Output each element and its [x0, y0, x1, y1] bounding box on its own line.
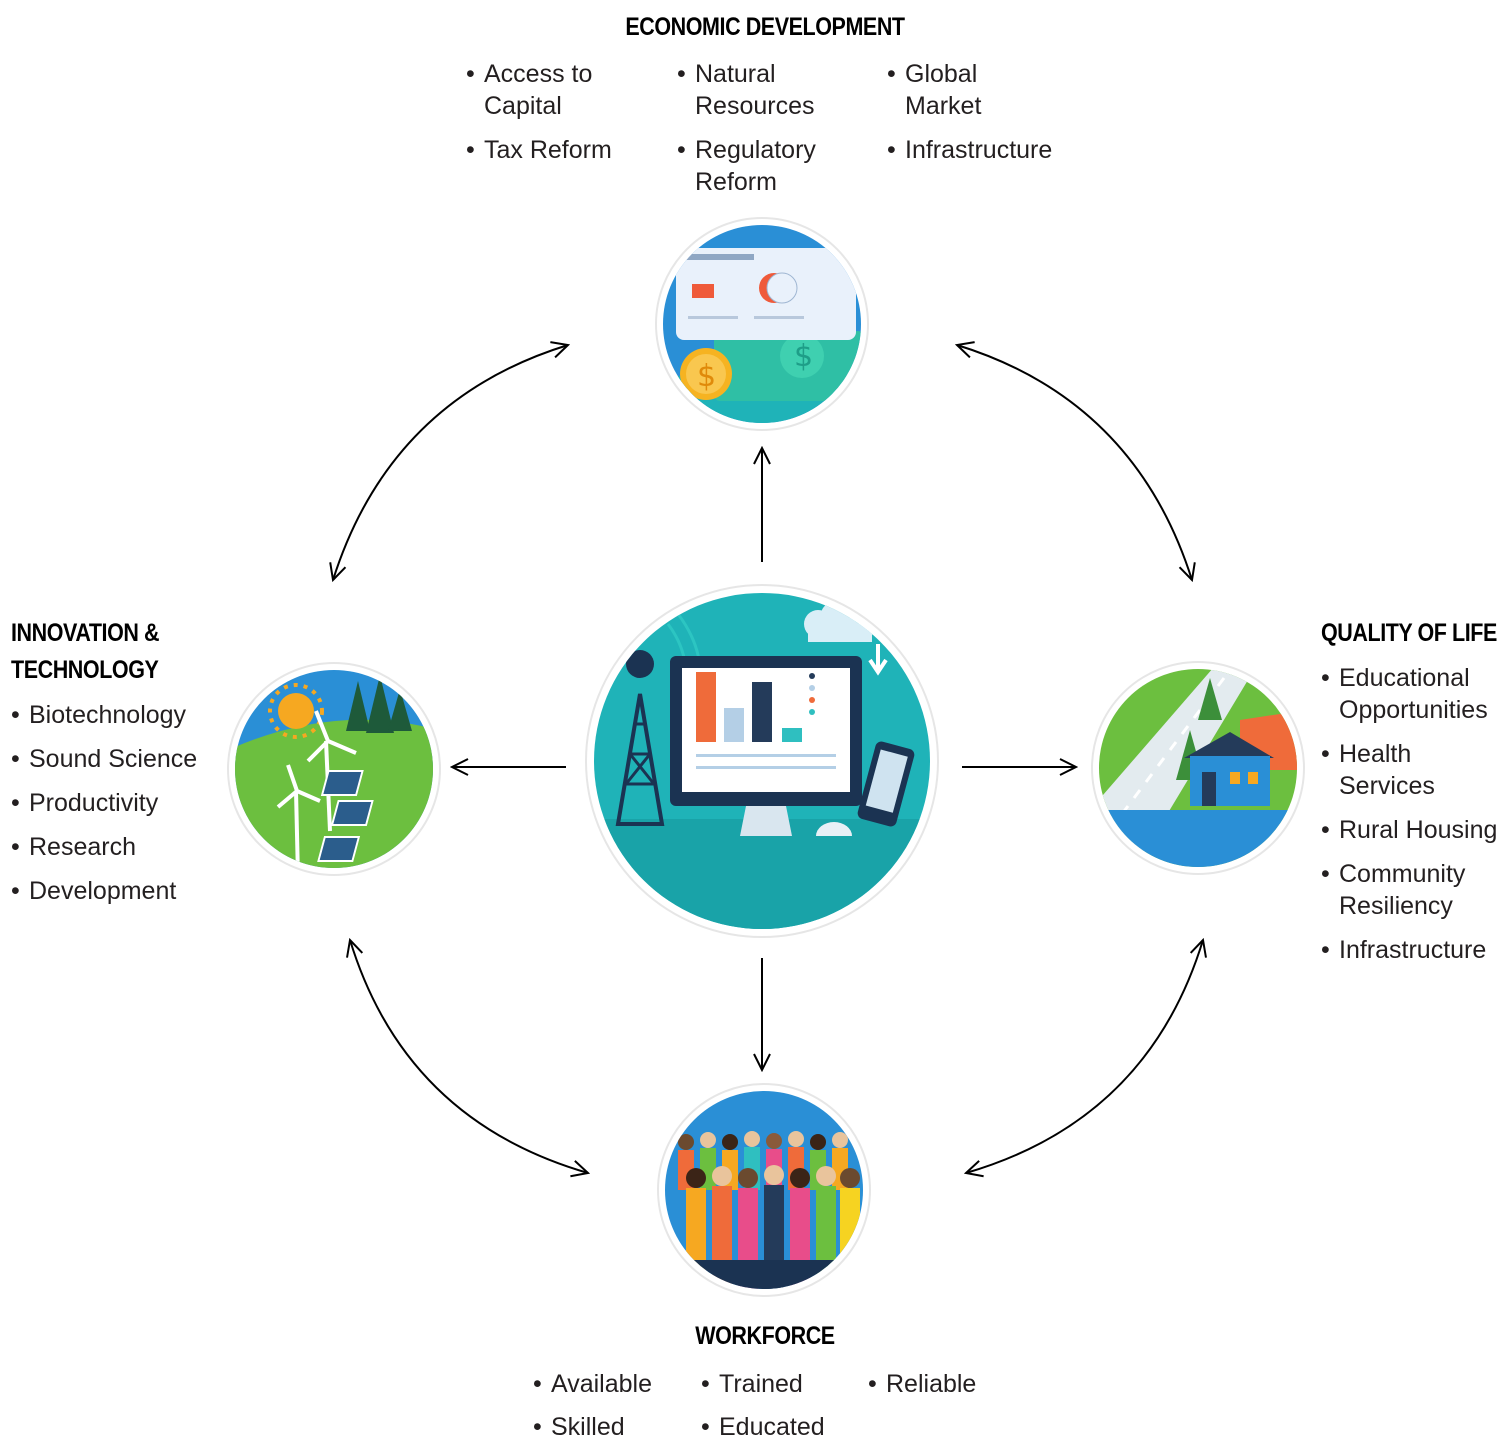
- list-item: Development: [11, 875, 197, 907]
- workforce-list-col2: Trained Educated: [701, 1368, 901, 1455]
- economic-list-col2: Natural Resources Regulatory Reform: [677, 58, 877, 210]
- credit-card-money-icon: $ $: [655, 217, 869, 431]
- innovation-title-line2: TECHNOLOGY: [11, 656, 159, 684]
- list-item: Regulatory Reform: [677, 134, 845, 198]
- curve-innovation-workforce: [350, 940, 588, 1173]
- list-item: Biotechnology: [11, 699, 197, 731]
- list-item: Educated: [701, 1411, 901, 1443]
- list-item: Health Services: [1321, 738, 1459, 802]
- computer-screen-icon: [585, 584, 939, 938]
- svg-text:$: $: [697, 359, 716, 394]
- quality-title: QUALITY OF LIFE: [1321, 619, 1497, 647]
- list-item: Reliable: [868, 1368, 1068, 1400]
- quality-list: Educational Opportunities Health Service…: [1321, 662, 1509, 978]
- rural-house-icon: [1091, 661, 1305, 875]
- list-item: Trained: [701, 1368, 901, 1400]
- workforce-list-col3: Reliable: [868, 1368, 1068, 1412]
- list-item: Sound Science: [11, 743, 197, 775]
- list-item: Infrastructure: [887, 134, 1087, 166]
- list-item: Rural Housing: [1321, 814, 1509, 846]
- list-item: Community Resiliency: [1321, 858, 1489, 922]
- workforce-title: WORKFORCE: [695, 1322, 835, 1350]
- wind-solar-energy-icon: [227, 662, 441, 876]
- curve-economic-innovation: [333, 345, 568, 580]
- curve-quality-workforce: [966, 940, 1203, 1173]
- list-item: Tax Reform: [466, 134, 666, 166]
- list-item: Global Market: [887, 58, 1025, 122]
- list-item: Available: [533, 1368, 733, 1400]
- list-item: Skilled: [533, 1411, 733, 1443]
- people-crowd-icon: [657, 1083, 871, 1297]
- list-item: Educational Opportunities: [1321, 662, 1509, 726]
- workforce-list-col1: Available Skilled: [533, 1368, 733, 1455]
- curve-economic-quality: [957, 345, 1192, 580]
- innovation-list: Biotechnology Sound Science Productivity…: [11, 699, 197, 919]
- list-item: Research: [11, 831, 197, 863]
- economic-title: ECONOMIC DEVELOPMENT: [625, 13, 905, 41]
- innovation-title-line1: INNOVATION &: [11, 619, 160, 647]
- list-item: Infrastructure: [1321, 934, 1509, 966]
- list-item: Productivity: [11, 787, 197, 819]
- economic-list-col3: Global Market Infrastructure: [887, 58, 1087, 178]
- list-item: Natural Resources: [677, 58, 845, 122]
- list-item: Access to Capital: [466, 58, 634, 122]
- economic-list-col1: Access to Capital Tax Reform: [466, 58, 666, 178]
- svg-text:$: $: [794, 339, 813, 374]
